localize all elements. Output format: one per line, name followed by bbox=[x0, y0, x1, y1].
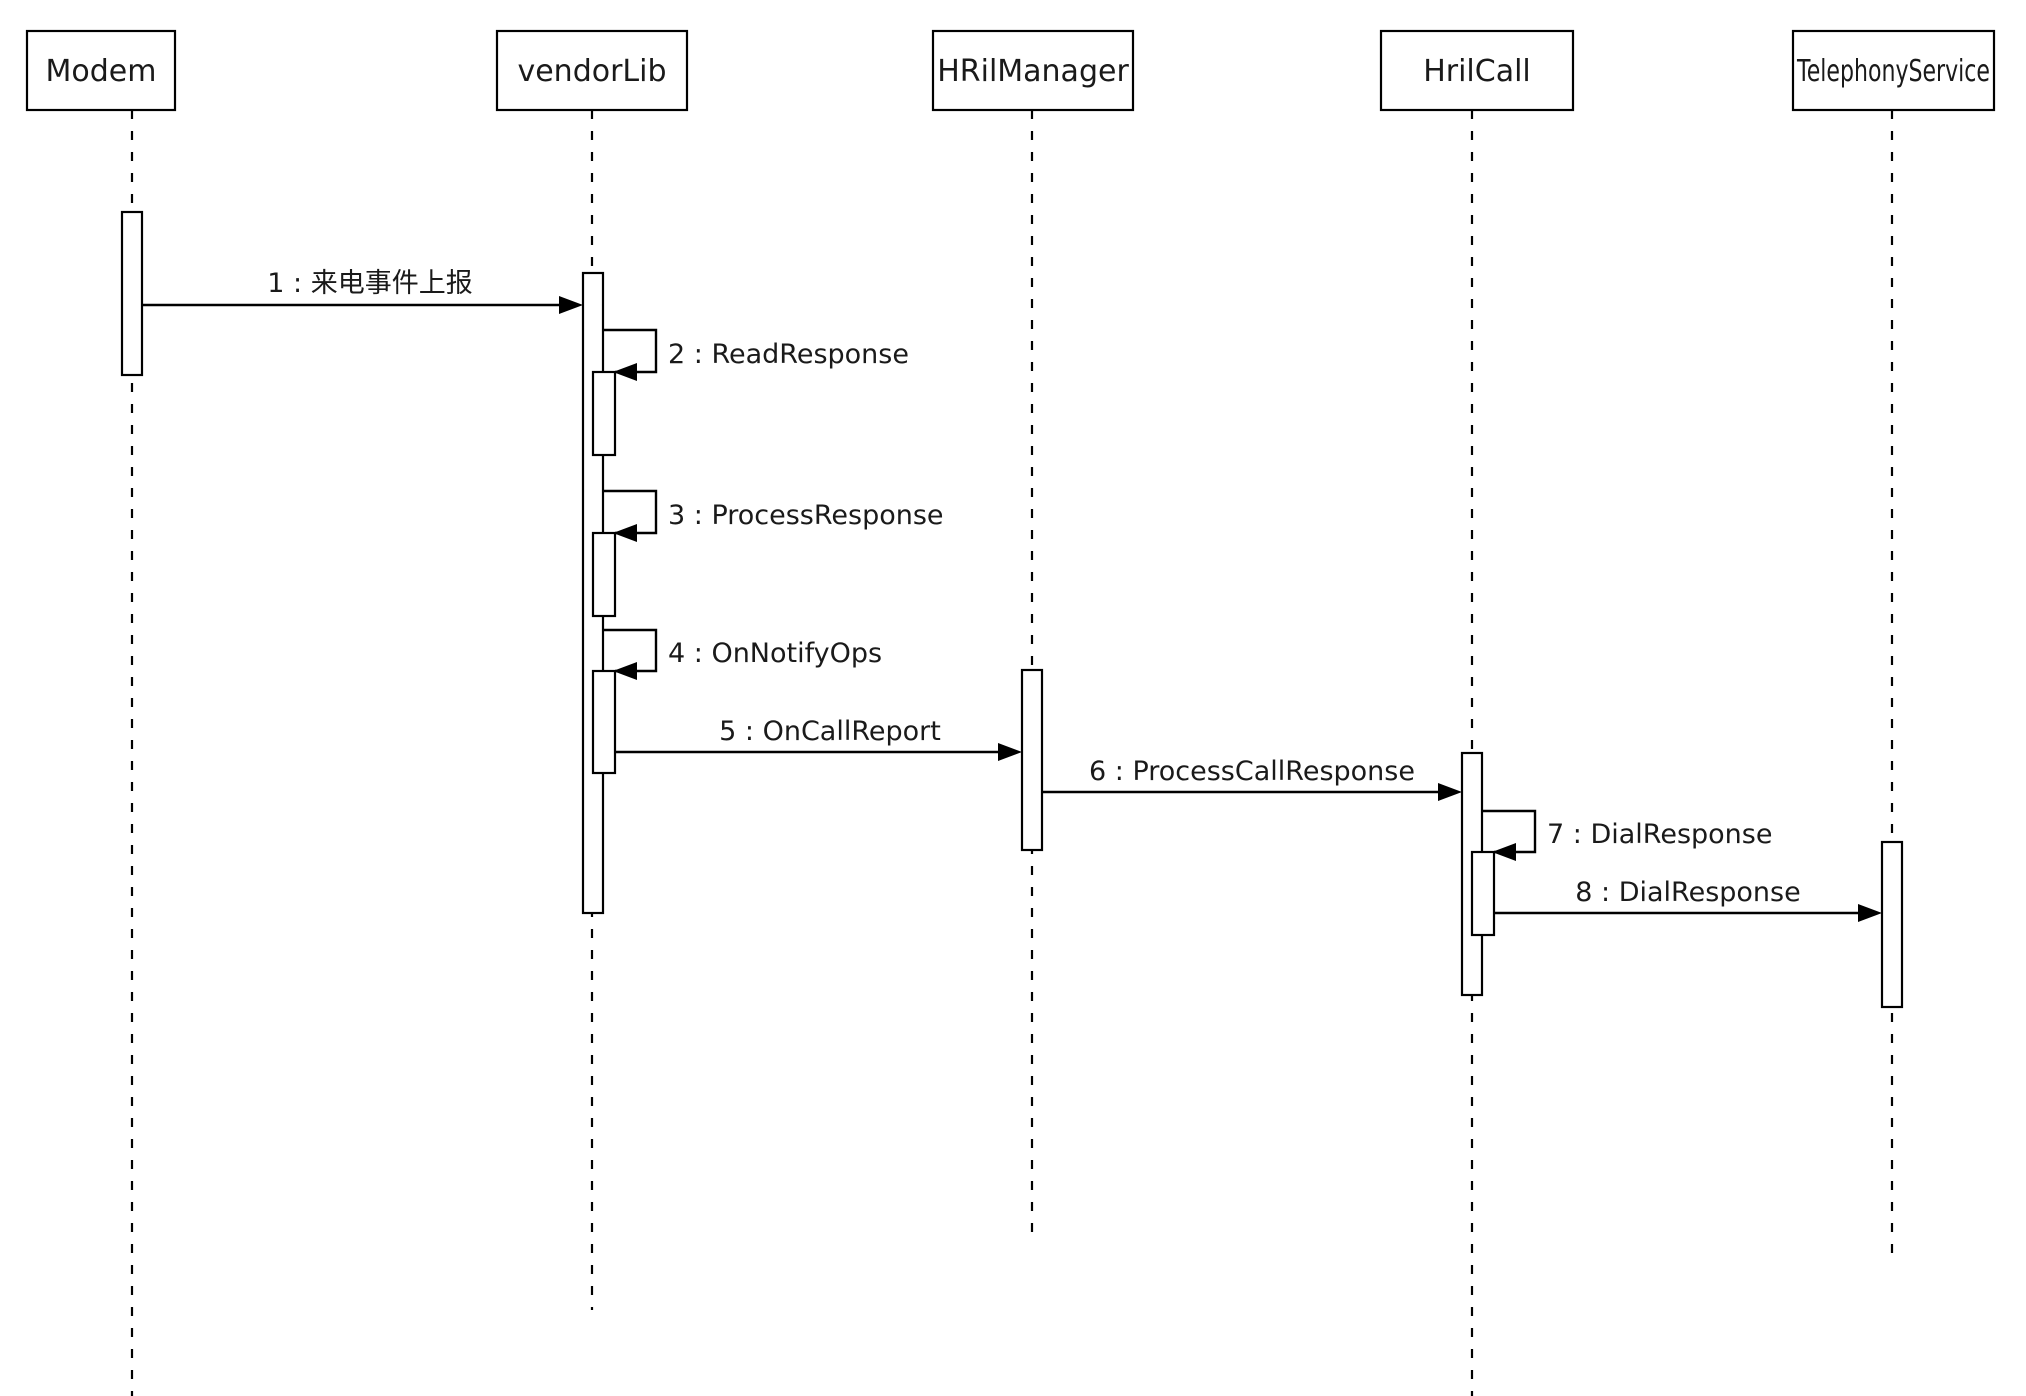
activation-rect-act-modem[interactable] bbox=[120, 210, 144, 377]
message-3-ProcessResponse[interactable]: 3 : ProcessResponse bbox=[603, 489, 944, 542]
message-8-DialResponse[interactable]: 8 : DialResponse bbox=[1494, 877, 1882, 922]
message-2-ReadResponse[interactable]: 2 : ReadResponse bbox=[603, 328, 909, 381]
message-6-ProcessCallResponse[interactable]: 6 : ProcessCallResponse bbox=[1042, 756, 1462, 801]
message-label-4: 4 : OnNotifyOps bbox=[668, 638, 882, 669]
activation-rect-act-vendorlib-process[interactable] bbox=[591, 531, 617, 618]
activation-rect-act-hrilcall-dial[interactable] bbox=[1470, 850, 1496, 937]
message-arrowhead-5 bbox=[998, 743, 1022, 761]
message-arrowhead-7 bbox=[1492, 843, 1516, 861]
participant-label-vendorlib: vendorLib bbox=[517, 54, 666, 89]
participant-header-telephonyservice[interactable]: TelephonyService bbox=[1791, 29, 1996, 112]
message-self-loop-3 bbox=[603, 489, 658, 535]
activation-rect-act-vendorlib-read[interactable] bbox=[591, 370, 617, 457]
participant-header-hrilmanager[interactable]: HRilManager bbox=[931, 29, 1135, 112]
activation-bar-act-vendorlib-read[interactable] bbox=[591, 370, 617, 457]
message-arrowhead-8 bbox=[1858, 904, 1882, 922]
message-label-2: 2 : ReadResponse bbox=[668, 339, 909, 370]
message-arrowhead-3 bbox=[613, 524, 637, 542]
message-1-来电事件上报[interactable]: 1 : 来电事件上报 bbox=[142, 268, 583, 314]
message-self-loop-2 bbox=[603, 328, 658, 374]
activation-rect-act-hrilmanager[interactable] bbox=[1020, 668, 1044, 852]
message-arrowhead-1 bbox=[559, 296, 583, 314]
message-arrowhead-2 bbox=[613, 363, 637, 381]
activation-bar-act-vendorlib-process[interactable] bbox=[591, 531, 617, 618]
activations-layer bbox=[120, 210, 1904, 1009]
participant-header-vendorlib[interactable]: vendorLib bbox=[495, 29, 689, 112]
message-label-1: 1 : 来电事件上报 bbox=[267, 268, 472, 299]
activation-rect-act-telephonyservice[interactable] bbox=[1880, 840, 1904, 1009]
activation-bar-act-hrilcall-dial[interactable] bbox=[1470, 850, 1496, 937]
participant-label-modem: Modem bbox=[46, 54, 157, 89]
activation-bar-act-vendorlib-notify[interactable] bbox=[591, 669, 617, 775]
participant-box-telephonyservice[interactable] bbox=[1791, 29, 1996, 112]
message-label-8: 8 : DialResponse bbox=[1575, 877, 1800, 908]
participant-box-vendorlib[interactable] bbox=[495, 29, 689, 112]
participant-header-modem[interactable]: Modem bbox=[25, 29, 177, 112]
messages-layer: 1 : 来电事件上报 2 : ReadResponse 3 : ProcessRes… bbox=[142, 268, 1882, 922]
participant-headers-layer: Modem vendorLib HRilManager HrilCall Telepho… bbox=[25, 29, 1996, 112]
message-label-5: 5 : OnCallReport bbox=[719, 716, 941, 747]
message-label-6: 6 : ProcessCallResponse bbox=[1089, 756, 1415, 787]
participant-label-hrilmanager: HRilManager bbox=[937, 54, 1129, 89]
message-7-DialResponse[interactable]: 7 : DialResponse bbox=[1482, 809, 1772, 861]
message-4-OnNotifyOps[interactable]: 4 : OnNotifyOps bbox=[603, 628, 882, 680]
message-label-7: 7 : DialResponse bbox=[1547, 819, 1772, 850]
message-label-3: 3 : ProcessResponse bbox=[668, 500, 944, 531]
participant-label-hrilcall: HrilCall bbox=[1423, 54, 1531, 89]
activation-rect-act-vendorlib-notify[interactable] bbox=[591, 669, 617, 775]
activation-bar-act-telephonyservice[interactable] bbox=[1880, 840, 1904, 1009]
participant-box-hrilmanager[interactable] bbox=[931, 29, 1135, 112]
participant-box-hrilcall[interactable] bbox=[1379, 29, 1575, 112]
activation-bar-act-modem[interactable] bbox=[120, 210, 144, 377]
message-arrowhead-4 bbox=[613, 662, 637, 680]
participant-header-hrilcall[interactable]: HrilCall bbox=[1379, 29, 1575, 112]
participant-label-telephonyservice: TelephonyService bbox=[1796, 54, 1990, 89]
participant-box-modem[interactable] bbox=[25, 29, 177, 112]
activation-bar-act-hrilmanager[interactable] bbox=[1020, 668, 1044, 852]
message-arrowhead-6 bbox=[1438, 783, 1462, 801]
message-5-OnCallReport[interactable]: 5 : OnCallReport bbox=[615, 716, 1022, 761]
